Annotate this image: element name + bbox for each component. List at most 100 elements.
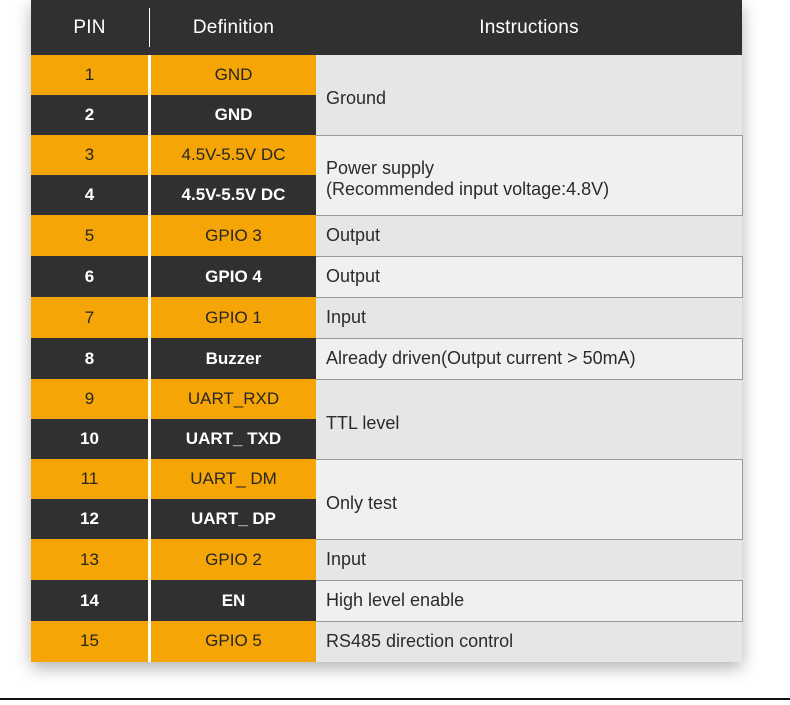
instruction-line-1: TTL level: [326, 412, 400, 433]
instruction-line-1: Already driven(Output current > 50mA): [326, 348, 636, 369]
column-divider: [148, 580, 151, 621]
cell-definition: GPIO 4: [151, 256, 316, 297]
cell-instruction: TTL level: [316, 379, 742, 459]
column-divider: [148, 256, 151, 297]
column-divider: [148, 95, 151, 135]
column-divider: [148, 297, 151, 338]
instruction-line-1: High level enable: [326, 590, 465, 611]
cell-instruction: Power supply(Recommended input voltage:4…: [316, 134, 743, 216]
cell-definition: UART_ DP: [151, 499, 316, 539]
cell-definition: GPIO 5: [151, 621, 316, 662]
cell-pin: 14: [31, 580, 148, 621]
cell-definition: UART_RXD: [151, 379, 316, 419]
cell-pin: 5: [31, 215, 148, 256]
cell-instruction: Output: [316, 215, 742, 256]
cell-pin: 7: [31, 297, 148, 338]
cell-definition: GPIO 2: [151, 539, 316, 580]
cell-definition: EN: [151, 580, 316, 621]
column-divider: [148, 499, 151, 539]
cell-instruction: RS485 direction control: [316, 621, 742, 662]
cell-instruction: Only test: [316, 458, 743, 540]
column-divider: [148, 55, 151, 95]
cell-instruction: Output: [316, 255, 743, 298]
instruction-text: Output: [326, 225, 380, 245]
cell-instruction: Ground: [316, 55, 742, 135]
cell-pin: 3: [31, 135, 148, 175]
cell-pin: 13: [31, 539, 148, 580]
instruction-line-1: Input: [326, 549, 367, 570]
cell-definition: GPIO 3: [151, 215, 316, 256]
instruction-text: Input: [326, 549, 366, 569]
cell-pin: 12: [31, 499, 148, 539]
column-divider: [148, 459, 151, 499]
cell-definition: GND: [151, 95, 316, 135]
cell-pin: 2: [31, 95, 148, 135]
column-divider: [148, 379, 151, 419]
cell-pin: 15: [31, 621, 148, 662]
cell-definition: GND: [151, 55, 316, 95]
cell-definition: GPIO 1: [151, 297, 316, 338]
cell-instruction: Input: [316, 297, 742, 338]
cell-instruction: Already driven(Output current > 50mA): [316, 337, 743, 380]
instruction-line-1: Power supply: [326, 158, 435, 179]
cell-pin: 1: [31, 55, 148, 95]
column-divider: [148, 539, 151, 580]
instruction-text: High level enable: [326, 590, 464, 610]
cell-instruction: Input: [316, 539, 742, 580]
instruction-text: Power supply(Recommended input voltage:4…: [326, 158, 742, 200]
cell-pin: 4: [31, 175, 148, 215]
header-column-divider: [148, 0, 151, 55]
table-header: PIN Definition Instructions: [31, 0, 742, 55]
cell-definition: UART_ DM: [151, 459, 316, 499]
cell-definition: UART_ TXD: [151, 419, 316, 459]
instruction-text: Ground: [326, 88, 742, 109]
column-header-pin: PIN: [31, 0, 148, 55]
column-divider: [148, 621, 151, 662]
cell-pin: 10: [31, 419, 148, 459]
instruction-text: TTL level: [326, 413, 742, 434]
instruction-text: Input: [326, 307, 366, 327]
cell-pin: 8: [31, 338, 148, 379]
column-divider: [148, 419, 151, 459]
column-header-definition: Definition: [151, 0, 316, 55]
column-divider: [148, 338, 151, 379]
instruction-text: Already driven(Output current > 50mA): [326, 348, 636, 368]
cell-definition: 4.5V-5.5V DC: [151, 175, 316, 215]
instruction-line-1: RS485 direction control: [326, 631, 514, 652]
instruction-line-1: Ground: [326, 88, 387, 109]
column-divider: [148, 215, 151, 256]
column-header-instructions: Instructions: [316, 0, 742, 55]
instruction-text: Output: [326, 266, 380, 286]
instruction-text: RS485 direction control: [326, 631, 513, 651]
column-divider: [148, 135, 151, 175]
instruction-line-1: Output: [326, 266, 381, 287]
bottom-divider-rule: [0, 698, 790, 700]
cell-instruction: High level enable: [316, 579, 743, 622]
cell-pin: 11: [31, 459, 148, 499]
instruction-line-2: (Recommended input voltage:4.8V): [326, 179, 610, 199]
instruction-line-1: Output: [326, 225, 381, 246]
table-header-row: PIN Definition Instructions: [31, 0, 742, 55]
instruction-line-1: Only test: [326, 492, 398, 513]
instruction-text: Only test: [326, 493, 742, 514]
cell-pin: 6: [31, 256, 148, 297]
cell-definition: Buzzer: [151, 338, 316, 379]
